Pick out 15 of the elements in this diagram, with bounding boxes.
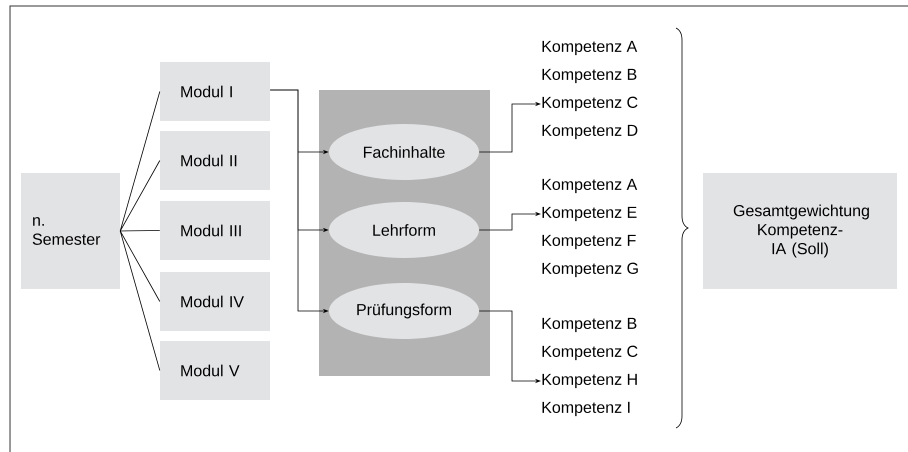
process-box: Modul I	[160, 62, 270, 121]
process-box: Modul V	[160, 341, 270, 400]
connector-line	[120, 230, 160, 371]
connector-line	[120, 91, 160, 232]
competence-list: Kompetenz B Kompetenz C Kompetenz H Kompetenz I	[542, 318, 638, 416]
connector-line	[120, 160, 160, 232]
connector-line	[120, 230, 160, 302]
process-box: n. Semester	[21, 173, 120, 289]
process-box: Modul III	[160, 201, 270, 260]
competence-list: Kompetenz A Kompetenz B Kompetenz C Kompetenz D	[542, 40, 638, 140]
process-box: Gesamtgewichtung Kompetenz-IA (Soll)	[703, 173, 897, 289]
process-box: Modul IV	[160, 272, 270, 331]
process-box: Modul II	[160, 131, 270, 190]
connector-line	[120, 230, 160, 232]
competence-list: Kompetenz A Kompetenz E Kompetenz F Kompetenz G	[542, 178, 638, 278]
